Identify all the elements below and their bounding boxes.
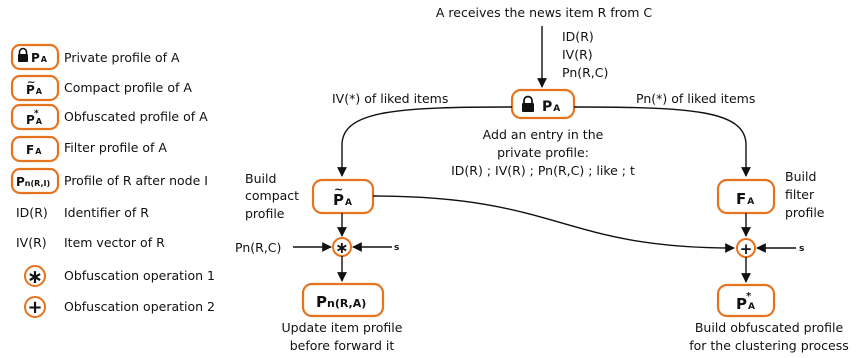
legend-private-symbol: PA — [31, 51, 48, 65]
compact-profile-accent: ~ — [334, 183, 343, 196]
s-left-label: s — [394, 243, 399, 253]
legend-iv-label: Item vector of R — [64, 235, 165, 250]
lock-icon — [18, 47, 28, 62]
item-profile-node: Pn(R,A) — [301, 282, 385, 318]
legend-obfuscated-box — [10, 103, 60, 131]
right-curve-arrow — [573, 106, 751, 177]
item-profile-box — [301, 282, 385, 318]
incoming-pn: Pn(R,C) — [562, 65, 608, 80]
left-input-label: Pn(R,C) — [235, 240, 281, 255]
legend-op1-circle — [24, 265, 46, 287]
legend-obfuscated-accent: * — [34, 109, 39, 119]
legend-filter-symbol: FA — [26, 143, 42, 157]
legend-filter: FA Filter profile of A — [10, 135, 167, 163]
left-arrow-label: IV(*) of liked items — [332, 91, 448, 106]
private-profile-symbol: PA — [542, 99, 560, 115]
compact-profile-node: PA ~ — [311, 178, 375, 215]
op1-node: ∗ — [332, 237, 352, 257]
op2-node: + — [736, 238, 756, 258]
obfuscated-profile-node: PA * — [716, 283, 776, 318]
legend-iv-term: IV(R) — [16, 235, 47, 250]
right-side-label-2: filter — [785, 187, 815, 202]
filter-profile-node: FA — [716, 178, 776, 215]
legend-item-symbol: Pn(R,I) — [16, 175, 50, 189]
legend-private-box — [10, 43, 60, 71]
legend-compact: PA ~ Compact profile of A — [10, 74, 192, 102]
top-text: A receives the news item R from C — [436, 5, 652, 20]
legend-obfuscated-symbol: PA — [26, 113, 43, 127]
filter-profile-symbol: FA — [736, 190, 754, 208]
legend-op2: + Obfuscation operation 2 — [24, 296, 215, 318]
right-bottom-text-2: for the clustering process — [689, 338, 849, 353]
right-arrow-label: Pn(*) of liked items — [636, 91, 755, 106]
legend-private-label: Private profile of A — [64, 50, 180, 65]
compact-profile-symbol: PA — [333, 191, 352, 209]
legend-compact-accent: ~ — [27, 77, 35, 88]
legend-item: Pn(R,I) Profile of R after node I — [10, 167, 208, 195]
incoming-id: ID(R) — [562, 29, 594, 44]
legend-op1: ∗ Obfuscation operation 1 — [24, 265, 215, 288]
incoming-iv: IV(R) — [562, 47, 593, 62]
legend-obfuscated: PA * Obfuscated profile of A — [10, 103, 208, 131]
legend-item-label: Profile of R after node I — [64, 173, 208, 188]
right-side-label-3: profile — [785, 205, 825, 220]
legend-op2-circle — [24, 296, 46, 318]
legend-private: PA Private profile of A — [10, 43, 180, 71]
center-text-1: Add an entry in the — [483, 127, 604, 142]
obfuscated-profile-symbol: PA — [736, 295, 755, 313]
legend-compact-box — [10, 74, 60, 102]
legend-id: ID(R) Identifier of R — [16, 205, 149, 220]
asterisk-operator-icon: ∗ — [27, 266, 43, 288]
legend-iv: IV(R) Item vector of R — [16, 235, 165, 250]
legend-id-term: ID(R) — [16, 205, 48, 220]
left-side-label-3: profile — [245, 206, 285, 221]
left-side-label-2: compact — [245, 188, 299, 203]
legend-compact-symbol: PA — [26, 83, 43, 97]
legend: PA Private profile of A PA ~ Compact pro… — [10, 43, 215, 318]
lock-icon — [522, 95, 534, 112]
legend-id-label: Identifier of R — [64, 205, 149, 220]
plus-operator-icon: + — [740, 240, 753, 258]
left-bottom-text-1: Update item profile — [282, 320, 403, 335]
private-profile-node: PA — [510, 88, 576, 120]
legend-obfuscated-label: Obfuscated profile of A — [64, 109, 208, 124]
obfuscated-profile-box — [716, 283, 776, 318]
left-bottom-text-2: before forward it — [290, 338, 395, 353]
center-text-3: ID(R) ; IV(R) ; Pn(R,C) ; like ; t — [451, 163, 635, 178]
right-bottom-text-1: Build obfuscated profile — [695, 320, 844, 335]
legend-compact-label: Compact profile of A — [64, 80, 192, 95]
flow: A receives the news item R from C ID(R) … — [235, 5, 849, 353]
left-curve-arrow — [337, 106, 513, 177]
legend-op1-label: Obfuscation operation 1 — [64, 268, 215, 283]
center-text-2: private profile: — [497, 145, 589, 160]
obfuscated-profile-accent: * — [746, 291, 752, 302]
legend-filter-box — [10, 135, 60, 163]
s-right-label: s — [799, 244, 804, 254]
legend-op2-label: Obfuscation operation 2 — [64, 299, 215, 314]
right-side-label-1: Build — [785, 169, 816, 184]
plus-operator-icon: + — [27, 297, 42, 318]
compact-to-op2-arrow — [372, 195, 735, 253]
asterisk-operator-icon: ∗ — [335, 238, 348, 257]
item-profile-symbol: Pn(R,A) — [316, 293, 366, 311]
left-side-label-1: Build — [245, 171, 276, 186]
legend-filter-label: Filter profile of A — [64, 140, 167, 155]
legend-item-box — [10, 167, 60, 195]
